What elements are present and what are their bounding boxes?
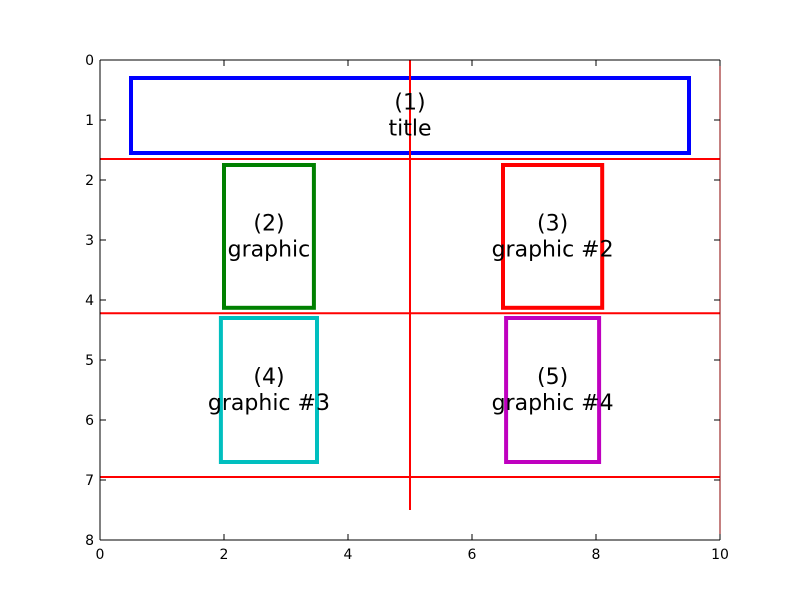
y-tick-label-4: 4 <box>85 293 94 309</box>
box-label-2-line-1: (2) <box>253 211 284 236</box>
y-tick-label-2: 2 <box>85 173 94 189</box>
box-label-3-line-1: (3) <box>537 211 568 236</box>
box-label-3-line-2: graphic #2 <box>492 237 614 262</box>
layout-box-5 <box>504 316 602 464</box>
x-tick-label-10: 10 <box>711 547 729 563</box>
box-label-5-line-2: graphic #4 <box>492 391 614 416</box>
plot-area: (1)title(2)graphic(3)graphic #2(4)graphi… <box>100 60 720 510</box>
layout-box-2 <box>222 163 316 310</box>
box-label-4-line-2: graphic #3 <box>208 391 330 416</box>
y-tick-label-1: 1 <box>85 113 94 129</box>
box-label-1-line-2: title <box>388 117 431 142</box>
y-tick-label-7: 7 <box>85 473 94 489</box>
y-tick-label-5: 5 <box>85 353 94 369</box>
box-label-5-line-1: (5) <box>537 365 568 390</box>
box-label-1-line-1: (1) <box>394 91 425 116</box>
y-tick-label-6: 6 <box>85 413 94 429</box>
y-tick-label-8: 8 <box>85 533 94 549</box>
box-label-4-line-1: (4) <box>253 365 284 390</box>
y-tick-label-3: 3 <box>85 233 94 249</box>
x-tick-label-4: 4 <box>344 547 353 563</box>
x-tick-label-8: 8 <box>592 547 601 563</box>
x-tick-label-0: 0 <box>96 547 105 563</box>
x-tick-label-2: 2 <box>220 547 229 563</box>
axes: 0 2 4 6 8 10 0 1 2 3 4 5 6 7 8 <box>85 53 729 563</box>
x-tick-label-6: 6 <box>468 547 477 563</box>
layout-box-3 <box>501 163 605 310</box>
layout-box-4 <box>218 316 319 464</box>
box-label-2-line-2: graphic <box>228 237 311 262</box>
y-tick-label-0: 0 <box>85 53 94 69</box>
